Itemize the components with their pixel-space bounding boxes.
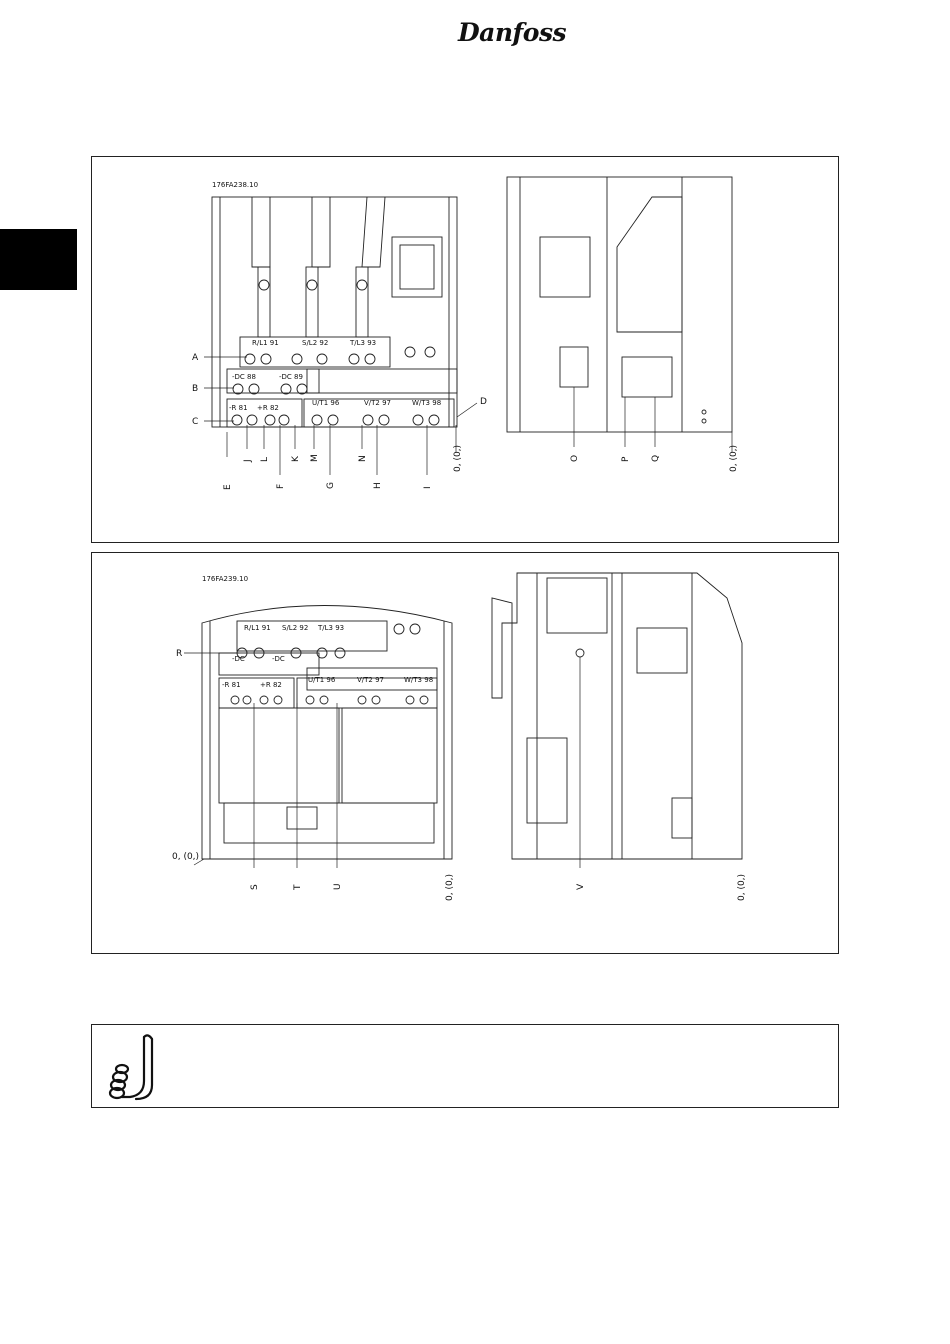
callout-label: V (576, 883, 586, 890)
terminal-label: U/T1 96 (308, 676, 336, 684)
note-box (91, 1024, 839, 1108)
callout-label: E (223, 484, 233, 490)
callout-label: I (423, 486, 433, 489)
terminal-label: R/L1 91 (252, 339, 279, 347)
callout-label: Q (651, 455, 661, 462)
terminal-label: U/T1 96 (312, 399, 340, 407)
front-housing-outline (212, 197, 457, 427)
side-housing-outline (507, 177, 732, 432)
side-housing-outline (492, 573, 742, 859)
callout-label: B (192, 384, 198, 394)
callout-label: C (192, 417, 198, 427)
terminal-label: T/L3 93 (317, 624, 344, 632)
origin-label: 0, (0,) (453, 445, 463, 472)
note-hand-icon (92, 1025, 172, 1107)
figure-2-code: 176FA239.10 (202, 575, 248, 583)
figure-1-code: 176FA238.10 (212, 181, 258, 189)
terminal-label: R/L1 91 (244, 624, 271, 632)
terminal-label: +R 82 (260, 681, 282, 689)
chapter-side-tab (0, 229, 77, 290)
origin-label: 0, (0,) (737, 874, 747, 901)
origin-label: 0, (0,) (172, 852, 199, 862)
terminal-label: -R 81 (229, 404, 248, 412)
terminal-label: V/T2 97 (357, 676, 384, 684)
front-housing-outline (202, 606, 452, 860)
terminal-drawing-2: 176FA239.10 R/L1 91 S/L2 92 T/L3 93 -DC … (92, 553, 838, 953)
terminal-label: -DC 89 (279, 373, 303, 381)
callout-label: M (310, 454, 320, 462)
callout-label: H (373, 482, 383, 489)
terminal-label: S/L2 92 (302, 339, 328, 347)
terminal-label: -DC (232, 655, 245, 663)
callout-label: K (291, 455, 301, 462)
figure-panel-2: 176FA239.10 R/L1 91 S/L2 92 T/L3 93 -DC … (91, 552, 839, 954)
callout-label: S (250, 884, 260, 890)
callout-label: R (176, 649, 182, 659)
callout-label: F (276, 484, 286, 489)
origin-label: 0, (0,) (445, 874, 455, 901)
terminal-drawing-1: 176FA238.10 R/L1 91 S/L2 92 T/L3 93 -DC … (92, 157, 838, 542)
origin-label: 0, (0,) (729, 445, 739, 472)
terminal-label: -R 81 (222, 681, 241, 689)
callout-label: N (358, 455, 368, 462)
terminal-label: V/T2 97 (364, 399, 391, 407)
figure-panel-1: 176FA238.10 R/L1 91 S/L2 92 T/L3 93 -DC … (91, 156, 839, 543)
callout-label: D (480, 397, 487, 407)
terminal-label: W/T3 98 (412, 399, 441, 407)
callout-label: L (260, 457, 270, 462)
callout-label: A (192, 353, 199, 363)
terminal-label: W/T3 98 (404, 676, 433, 684)
callout-label: J (243, 459, 253, 463)
terminal-label: +R 82 (257, 404, 279, 412)
terminal-label: -DC 88 (232, 373, 256, 381)
callout-label: U (333, 883, 343, 890)
callout-label: O (570, 455, 580, 462)
callout-label: P (621, 456, 631, 462)
callout-label: T (293, 884, 303, 891)
brand-logo: Danfoss (458, 18, 566, 47)
terminal-label: T/L3 93 (349, 339, 376, 347)
callout-label: G (326, 482, 336, 489)
terminal-label: S/L2 92 (282, 624, 308, 632)
terminal-label: -DC (272, 655, 285, 663)
